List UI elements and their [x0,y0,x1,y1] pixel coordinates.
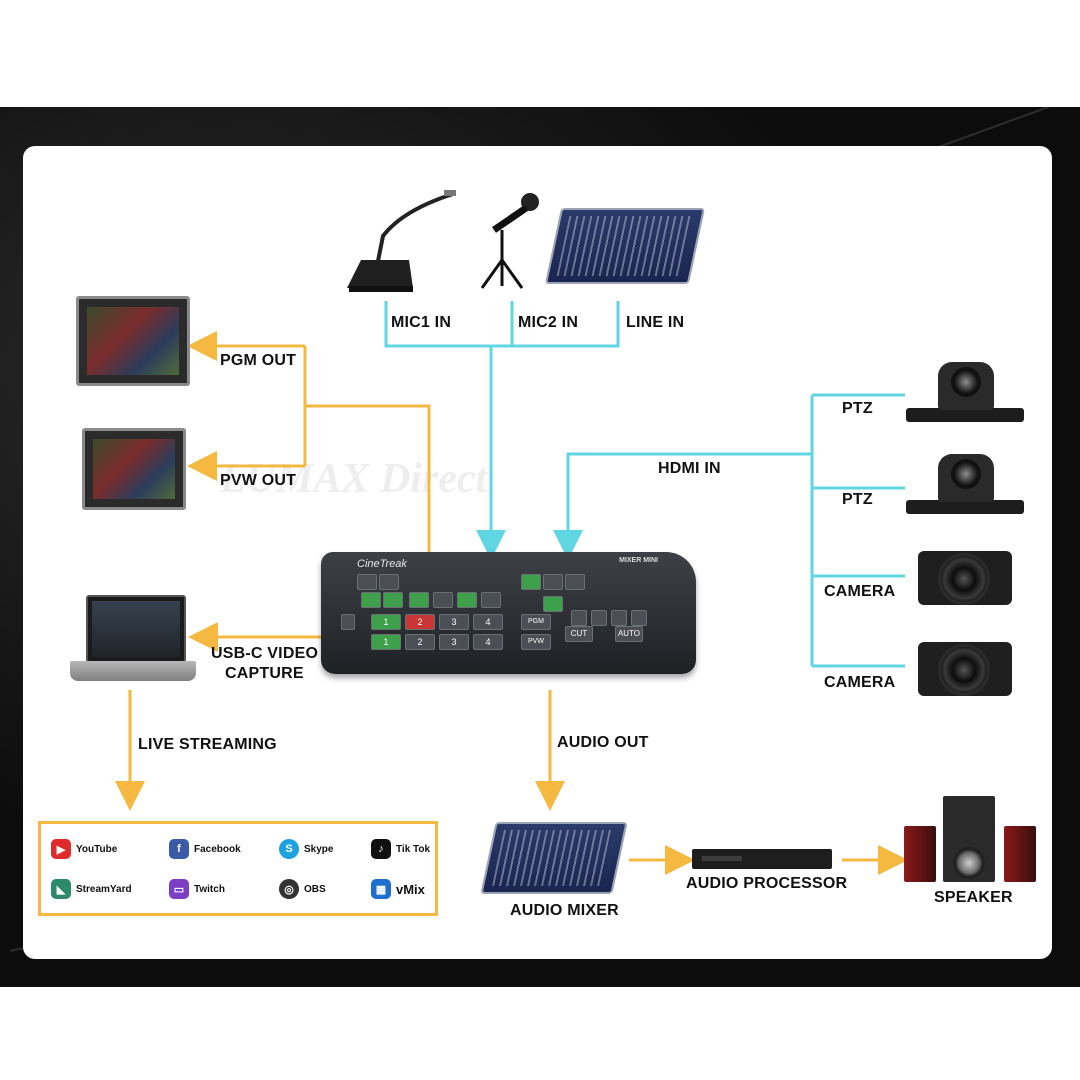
switcher-pgm-button-4[interactable]: 4 [473,614,503,630]
switcher-brand: CineTreak [357,558,407,570]
mic1-in-label: MIC1 IN [391,314,452,331]
platform-name: Facebook [194,843,241,855]
mic2-in-label: MIC2 IN [518,314,579,331]
switcher-auto-button[interactable]: AUTO [615,626,643,642]
hdmi-in-line [553,452,812,560]
twitch-icon: ▭ [169,879,189,899]
switcher-pgm-button-2[interactable]: 2 [405,614,435,630]
camera-2 [918,636,1012,700]
watermark: LUMAX Direct [220,456,488,502]
camera-1-label: CAMERA [824,583,896,600]
platform-twitch[interactable]: ▭ Twitch [169,878,225,900]
youtube-icon: ▶ [51,839,71,859]
switcher-pvw-button-2[interactable]: 2 [405,634,435,650]
switcher-side-button[interactable] [341,614,355,630]
pvw-out-label: PVW OUT [220,472,297,489]
switcher-audio-button[interactable] [481,592,501,608]
camera-1 [918,545,1012,609]
facebook-icon: f [169,839,189,859]
gooseneck-microphone [343,188,458,296]
ptz-camera-2 [906,454,1024,518]
mic1-line [384,301,620,348]
usb-c-label-line2: CAPTURE [225,665,304,682]
laptop-base [70,661,196,681]
skype-icon: S [279,839,299,859]
switcher-transition-button[interactable] [543,596,563,612]
line-in-mixer [544,208,706,284]
platform-skype[interactable]: S Skype [279,838,333,860]
switcher-pvw-label: PVW [521,634,551,650]
usb-c-label-line1: USB-C VIDEO [211,645,319,662]
platform-name: Skype [304,843,334,855]
audio-out-label: AUDIO OUT [557,734,649,751]
live-streaming-label: LIVE STREAMING [138,736,277,753]
speaker-right [1004,826,1036,882]
switcher-transition-button[interactable] [543,574,563,590]
switcher-audio-button[interactable] [361,592,381,608]
line-in-label: LINE IN [626,314,685,331]
switcher-mode-button[interactable] [611,610,627,626]
platform-facebook[interactable]: f Facebook [169,838,241,860]
streaming-platforms-box: ▶ YouTube f Facebook S Skype ♪ Tik Tok ◣… [38,821,438,916]
pgm-monitor [76,296,190,386]
switcher-mode-button[interactable] [631,610,647,626]
ptz-2-label: PTZ [842,491,873,508]
switcher-pvw-button-1[interactable]: 1 [371,634,401,650]
camera-2-label: CAMERA [824,674,896,691]
obs-icon: ◎ [279,879,299,899]
platform-tiktok[interactable]: ♪ Tik Tok [371,838,430,860]
switcher-pvw-button-4[interactable]: 4 [473,634,503,650]
switcher-transition-button[interactable] [565,574,585,590]
audio-processor [692,849,832,869]
platform-obs[interactable]: ◎ OBS [279,878,326,900]
switcher-pgm-button-3[interactable]: 3 [439,614,469,630]
audio-processor-label: AUDIO PROCESSOR [686,875,848,892]
platform-vmix[interactable]: ▦ vMix [371,878,425,900]
video-switcher: CineTreak MIXER MINI 1 2 3 4 PGM 1 2 3 4… [321,552,696,674]
speaker-label: SPEAKER [934,889,1013,906]
platform-name: YouTube [76,843,118,855]
speaker-left [904,826,936,882]
switcher-audio-button[interactable] [357,574,377,590]
handheld-microphone [478,190,542,290]
switcher-cut-button[interactable]: CUT [565,626,593,642]
switcher-mode-button[interactable] [591,610,607,626]
platform-name: StreamYard [76,883,132,895]
platform-name: OBS [304,883,326,895]
audio-mixer-label: AUDIO MIXER [510,902,619,919]
switcher-pvw-button-3[interactable]: 3 [439,634,469,650]
switcher-audio-button[interactable] [433,592,453,608]
speaker-woofer [953,847,985,879]
platform-name: vMix [396,881,425,897]
switcher-mode-button[interactable] [571,610,587,626]
switcher-audio-button[interactable] [379,574,399,590]
switcher-pgm-button-1[interactable]: 1 [371,614,401,630]
ptz-1-label: PTZ [842,400,873,417]
laptop-screen [86,595,186,663]
switcher-audio-button[interactable] [457,592,477,608]
platform-name: Tik Tok [396,843,431,855]
streamyard-icon: ◣ [51,879,71,899]
platform-youtube[interactable]: ▶ YouTube [51,838,117,860]
vmix-icon: ▦ [371,879,391,899]
switcher-audio-button[interactable] [409,592,429,608]
audio-mixer [480,822,628,894]
platform-streamyard[interactable]: ◣ StreamYard [51,878,132,900]
hdmi-in-label: HDMI IN [658,460,721,477]
switcher-audio-button[interactable] [383,592,403,608]
switcher-model: MIXER MINI [619,557,658,564]
ptz-camera-1 [906,362,1024,426]
platform-name: Twitch [194,883,225,895]
monitor-out-line [305,404,431,556]
tiktok-icon: ♪ [371,839,391,859]
switcher-pgm-label: PGM [521,614,551,630]
pvw-monitor [82,428,186,510]
switcher-transition-button[interactable] [521,574,541,590]
pgm-out-label: PGM OUT [220,352,297,369]
